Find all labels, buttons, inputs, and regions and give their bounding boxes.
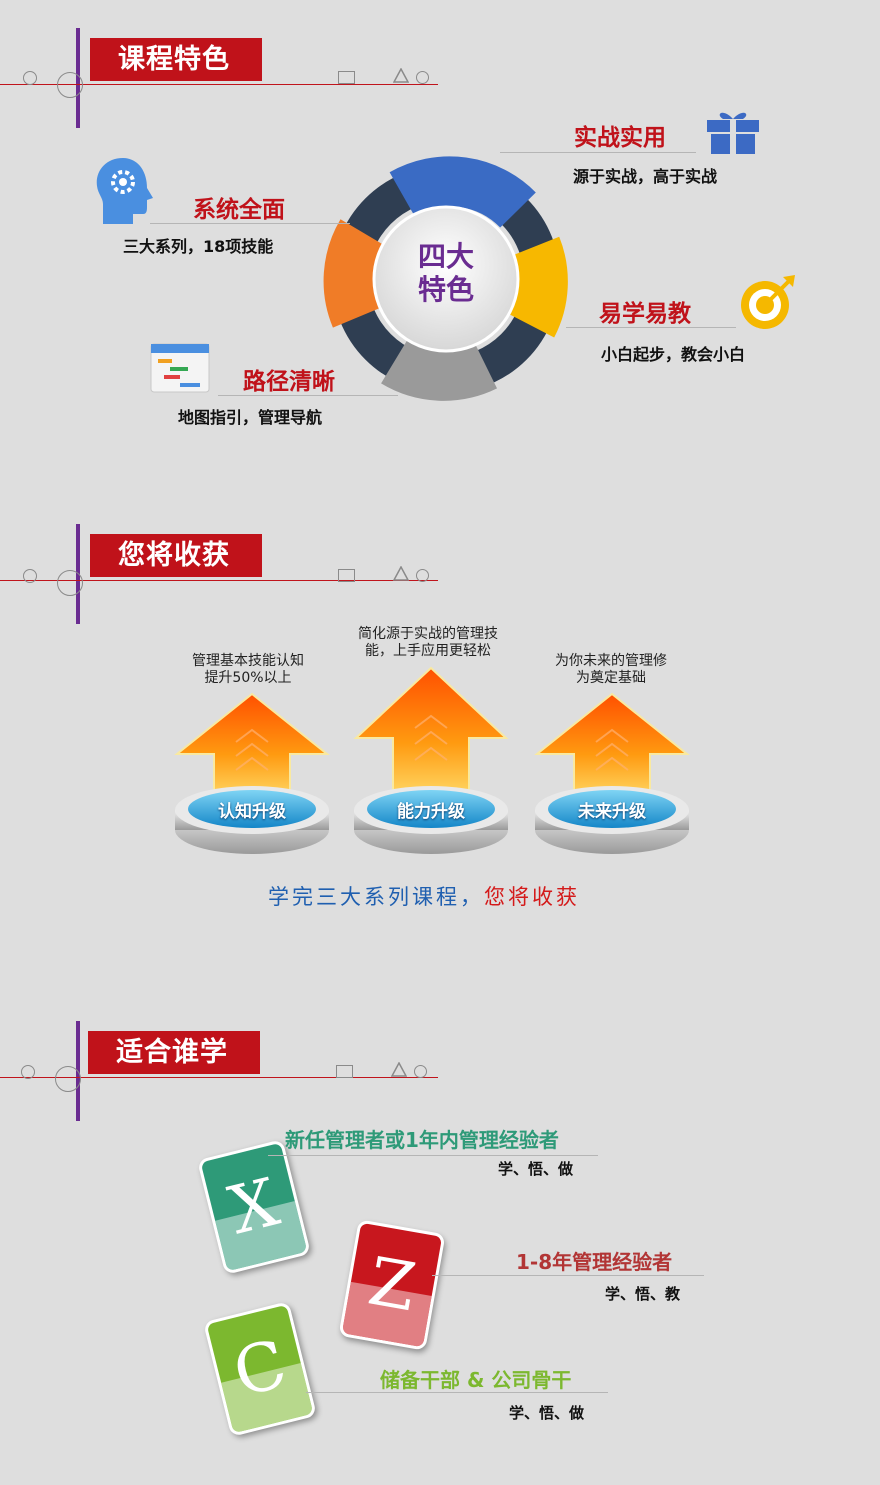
deco-square-icon [336,1065,353,1078]
deco-circle-icon [414,1065,427,1078]
connector-line [566,327,736,328]
feature-title-practical: 实战实用 [574,125,666,151]
header-divider-line [0,1077,438,1078]
audience-title: 储备干部 & 公司骨干 [380,1368,572,1392]
target-icon [741,275,795,329]
letter-card-x: X [197,1139,311,1275]
gain-caption: 为你未来的管理修 为奠定基础 [555,653,667,686]
audience-sub: 学、悟、做 [509,1404,585,1422]
gain-caption: 管理基本技能认知 提升50%以上 [192,653,304,686]
feature-title-easy: 易学易教 [599,301,691,327]
connector-line [218,395,398,396]
ring-segment-blue [389,156,536,229]
gains-footer-blue: 学完三大系列课程， [268,885,484,909]
gain-caption: 简化源于实战的管理技 能，上手应用更轻松 [358,626,498,659]
ring-segment-gray [381,340,498,401]
header-divider-line [0,580,438,581]
connector-line [432,1275,704,1276]
deco-circle-icon [57,570,83,596]
ring-segment-orange [323,219,384,328]
deco-circle-icon [57,72,83,98]
letter-card-c: C [203,1301,317,1437]
feature-sub-clear-path: 地图指引，管理导航 [178,408,323,427]
section-header-gains: 您将收获 [0,524,880,624]
connector-line [500,152,696,153]
deco-square-icon [338,71,355,84]
gains-footer-red: 您将收获 [484,885,580,909]
feature-sub-systematic: 三大系列，18项技能 [123,237,274,256]
ring-segment-yellow [509,236,568,338]
section-header-audience: 适合谁学 [0,1021,880,1121]
header-divider-line [0,84,438,85]
section-header-features: 课程特色 [0,28,880,128]
audience-sub: 学、悟、教 [605,1285,681,1303]
feature-title-clear-path: 路径清晰 [243,369,335,395]
upgrade-arrow-pedestal [353,666,509,854]
deco-triangle-icon [391,1062,407,1077]
section-title: 您将收获 [90,534,262,577]
deco-triangle-icon [393,566,409,581]
upgrade-arrow-pedestal [174,692,330,854]
four-features-ring [323,156,568,401]
ring-center-label: 四大 特色 [417,240,474,306]
gain-label: 认知升级 [218,802,286,822]
section-title: 适合谁学 [88,1031,260,1074]
audience-title: 1-8年管理经验者 [516,1250,673,1274]
upgrade-arrow-pedestal [534,692,690,854]
connector-line [306,1392,608,1393]
deco-circle-icon [23,71,37,85]
feature-sub-easy: 小白起步，教会小白 [601,345,746,364]
deco-square-icon [338,569,355,582]
feature-title-systematic: 系统全面 [193,197,285,223]
section-title: 课程特色 [90,38,262,81]
connector-line [268,1155,598,1156]
gain-label: 能力升级 [397,802,465,822]
feature-sub-practical: 源于实战，高于实战 [573,167,718,186]
deco-circle-icon [55,1066,81,1092]
brain-gear-icon [96,158,153,224]
gift-icon [707,112,759,154]
connector-line [150,223,350,224]
gains-footer: 学完三大系列课程，您将收获 [268,881,580,911]
deco-circle-icon [23,569,37,583]
letter-card-z: Z [338,1219,446,1351]
deco-circle-icon [21,1065,35,1079]
audience-sub: 学、悟、做 [498,1160,574,1178]
audience-title: 新任管理者或1年内管理经验者 [285,1128,559,1152]
gain-label: 未来升级 [578,802,646,822]
roadmap-icon [150,343,210,393]
deco-circle-icon [416,71,429,84]
deco-triangle-icon [393,68,409,83]
deco-circle-icon [416,569,429,582]
